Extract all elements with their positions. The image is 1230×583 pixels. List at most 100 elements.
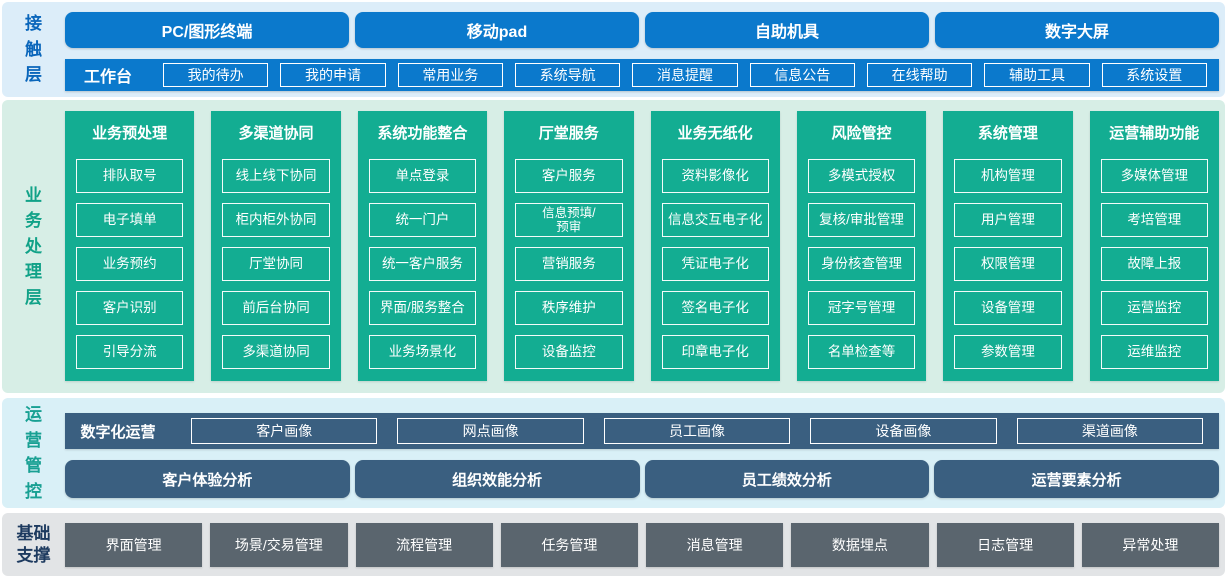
feature-box: 业务场景化: [368, 335, 477, 369]
feature-box: 统一客户服务: [368, 247, 477, 281]
analysis-box: 客户体验分析: [65, 460, 350, 498]
business-layer-label-text: 业务处理层: [24, 185, 42, 307]
business-column-risk: 风险管控 多模式授权 复核/审批管理 身份核查管理 冠字号管理 名单检查等: [796, 111, 927, 381]
feature-box: 参数管理: [954, 335, 1062, 369]
business-column-paperless: 业务无纸化 资料影像化 信息交互电子化 凭证电子化 签名电子化 印章电子化: [650, 111, 780, 381]
feature-box: 单点登录: [368, 159, 477, 193]
contact-layer-label: 接触层: [2, 2, 65, 97]
workbench-item: 消息提醒: [632, 63, 738, 87]
feature-box: 故障上报: [1100, 247, 1208, 281]
feature-box: 厅堂协同: [222, 247, 330, 281]
channel-box-pc: PC/图形终端: [65, 12, 349, 48]
operations-layer-content: 数字化运营 客户画像 网点画像 员工画像 设备画像 渠道画像 客户体验分析 组织…: [65, 398, 1225, 508]
contact-layer: 接触层 PC/图形终端 移动pad 自助机具 数字大屏 工作台 我的待办 我的申…: [2, 2, 1225, 97]
analysis-row: 客户体验分析 组织效能分析 员工绩效分析 运营要素分析: [65, 460, 1219, 498]
feature-box: 权限管理: [954, 247, 1062, 281]
workbench-item: 在线帮助: [866, 63, 973, 87]
digital-ops-label: 数字化运营: [80, 423, 156, 441]
foundation-box: 异常处理: [1081, 523, 1219, 567]
foundation-box: 场景/交易管理: [210, 523, 348, 567]
foundation-box: 日志管理: [936, 523, 1074, 567]
foundation-box: 界面管理: [65, 523, 203, 567]
operations-layer-label: 运营管控: [2, 398, 65, 508]
foundation-layer-content: 界面管理 场景/交易管理 流程管理 任务管理 消息管理 数据埋点 日志管理 异常…: [65, 513, 1225, 576]
analysis-box: 运营要素分析: [934, 460, 1219, 498]
profile-box: 设备画像: [810, 418, 997, 444]
workbench-item: 信息公告: [749, 63, 855, 87]
foundation-layer-label-text: 基础支撑: [16, 524, 51, 565]
business-column-title: 系统管理: [977, 125, 1038, 142]
feature-box: 设备监控: [515, 335, 623, 369]
feature-box: 客户服务: [515, 159, 623, 193]
profile-box: 网点画像: [397, 418, 584, 444]
workbench-label: 工作台: [83, 69, 132, 86]
feature-box: 名单检查等: [807, 335, 916, 369]
workbench-bar: 工作台 我的待办 我的申请 常用业务 系统导航 消息提醒 信息公告 在线帮助 辅…: [65, 59, 1219, 91]
business-column-multichannel: 多渠道协同 线上线下协同 柜内柜外协同 厅堂协同 前后台协同 多渠道协同: [211, 111, 341, 381]
foundation-row: 界面管理 场景/交易管理 流程管理 任务管理 消息管理 数据埋点 日志管理 异常…: [65, 523, 1219, 567]
feature-box: 电子填单: [76, 203, 184, 237]
channel-row: PC/图形终端 移动pad 自助机具 数字大屏: [65, 12, 1219, 48]
workbench-item: 辅助工具: [984, 63, 1090, 87]
feature-box: 排队取号: [76, 159, 184, 193]
feature-box: 前后台协同: [222, 291, 330, 325]
channel-box-pad: 移动pad: [355, 12, 639, 48]
feature-box: 签名电子化: [661, 291, 769, 325]
foundation-layer: 基础支撑 界面管理 场景/交易管理 流程管理 任务管理 消息管理 数据埋点 日志…: [2, 513, 1225, 576]
feature-box: 用户管理: [954, 203, 1062, 237]
business-layer-label: 业务处理层: [2, 100, 65, 393]
foundation-box: 消息管理: [646, 523, 784, 567]
feature-box: 柜内柜外协同: [222, 203, 330, 237]
feature-box: 信息预填/ 预审: [515, 203, 623, 237]
business-column-title: 运营辅助功能: [1109, 125, 1200, 142]
feature-box: 考培管理: [1100, 203, 1208, 237]
business-column-preprocess: 业务预处理 排队取号 电子填单 业务预约 客户识别 引导分流: [65, 111, 195, 381]
workbench-item: 系统导航: [514, 63, 621, 87]
business-column-title: 厅堂服务: [538, 125, 599, 142]
business-column-lobby: 厅堂服务 客户服务 信息预填/ 预审 营销服务 秩序维护 设备监控: [504, 111, 634, 381]
channel-box-bigscreen: 数字大屏: [935, 12, 1219, 48]
foundation-box: 任务管理: [500, 523, 638, 567]
feature-box: 客户识别: [76, 291, 184, 325]
workbench-item: 我的申请: [280, 63, 386, 87]
feature-box: 冠字号管理: [807, 291, 916, 325]
feature-box: 运维监控: [1100, 335, 1208, 369]
feature-box: 业务预约: [76, 247, 184, 281]
feature-box: 统一门户: [368, 203, 477, 237]
profile-box: 渠道画像: [1016, 418, 1204, 444]
operations-layer-label-text: 运营管控: [24, 405, 42, 501]
business-column-title: 业务无纸化: [677, 125, 753, 142]
business-column-integration: 系统功能整合 单点登录 统一门户 统一客户服务 界面/服务整合 业务场景化: [357, 111, 488, 381]
contact-layer-label-text: 接触层: [24, 14, 42, 85]
analysis-box: 员工绩效分析: [644, 460, 930, 498]
feature-box: 信息交互电子化: [661, 203, 769, 237]
business-columns: 业务预处理 排队取号 电子填单 业务预约 客户识别 引导分流 多渠道协同 线上线…: [65, 111, 1219, 381]
business-column-title: 系统功能整合: [377, 125, 468, 142]
contact-layer-content: PC/图形终端 移动pad 自助机具 数字大屏 工作台 我的待办 我的申请 常用…: [65, 2, 1225, 97]
feature-box: 设备管理: [954, 291, 1062, 325]
analysis-box: 组织效能分析: [354, 460, 640, 498]
feature-box: 营销服务: [515, 247, 623, 281]
business-column-title: 多渠道协同: [238, 125, 314, 142]
operations-layer: 运营管控 数字化运营 客户画像 网点画像 员工画像 设备画像 渠道画像 客户体验…: [2, 398, 1225, 508]
business-layer-content: 业务预处理 排队取号 电子填单 业务预约 客户识别 引导分流 多渠道协同 线上线…: [65, 100, 1225, 393]
feature-box: 资料影像化: [661, 159, 769, 193]
profile-box: 员工画像: [603, 418, 791, 444]
foundation-box: 数据埋点: [791, 523, 929, 567]
channel-box-selfservice: 自助机具: [645, 12, 929, 48]
feature-box: 凭证电子化: [661, 247, 769, 281]
feature-box: 身份核查管理: [807, 247, 916, 281]
business-column-title: 风险管控: [831, 125, 892, 142]
feature-box: 界面/服务整合: [368, 291, 477, 325]
feature-box: 线上线下协同: [222, 159, 330, 193]
feature-box: 复核/审批管理: [807, 203, 916, 237]
feature-box: 引导分流: [76, 335, 184, 369]
business-column-opsaux: 运营辅助功能 多媒体管理 考培管理 故障上报 运营监控 运维监控: [1089, 111, 1219, 381]
feature-box: 秩序维护: [515, 291, 623, 325]
feature-box: 印章电子化: [661, 335, 769, 369]
business-layer: 业务处理层 业务预处理 排队取号 电子填单 业务预约 客户识别 引导分流 多渠道…: [2, 100, 1225, 393]
feature-box: 运营监控: [1100, 291, 1208, 325]
workbench-item: 常用业务: [397, 63, 503, 87]
feature-box: 多模式授权: [807, 159, 916, 193]
